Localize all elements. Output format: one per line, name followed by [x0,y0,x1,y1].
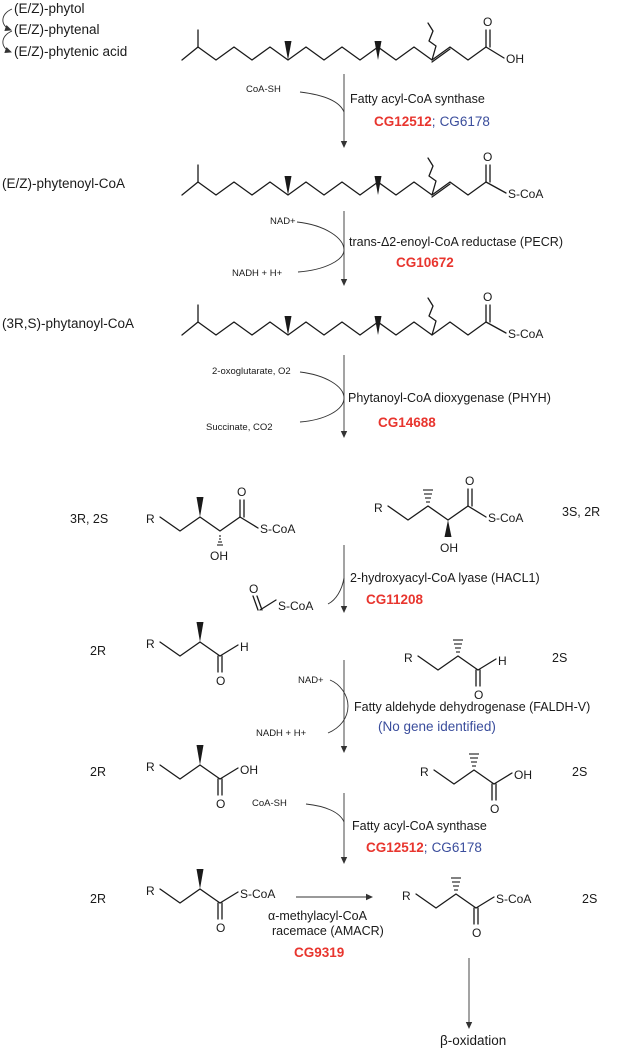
formyl-oxygen: O [249,582,258,596]
svg-text:R: R [146,760,155,774]
svg-text:S-CoA: S-CoA [496,892,531,906]
svg-text:R: R [146,512,155,526]
phytanoyl-coa: (3R,S)-phytanoyl-CoA O S-CoA [2,290,543,341]
svg-text:OH: OH [240,763,258,777]
hydroxy-right-stereo: 3S, 2R [562,505,600,519]
svg-text:O: O [474,688,483,702]
step3-gene: CG14688 [378,415,436,430]
svg-text:R: R [146,637,155,651]
step1-enzyme: Fatty acyl-CoA synthase [350,92,485,106]
phytanoyl-label: (3R,S)-phytanoyl-CoA [2,316,134,331]
acyl-right-stereo: 2S [582,892,597,906]
phytanoyl-oxygen: O [483,290,492,304]
phytenic-oh: OH [506,52,524,66]
racemase-enzyme-line2: racemace (AMACR) [272,924,384,938]
phytanoyl-scoa: S-CoA [508,327,543,341]
step6-genes: CG12512;CG6178 [366,840,482,855]
phytol-to-phytenal-arrow [2,8,13,31]
step4-gene: CG11208 [366,592,424,607]
phytenoyl-oxygen: O [483,150,492,164]
step2-cofactor-in: NAD+ [270,216,296,227]
step2-gene: CG10672 [396,255,454,270]
aldehyde-intermediates: 2R R H O R H O 2S [90,622,567,702]
hydroxy-left-stereo: 3R, 2S [70,512,108,526]
phytenoyl-coa: (E/Z)-phytenoyl-CoA O S-CoA [2,150,543,201]
svg-text:S-CoA: S-CoA [260,522,295,536]
step5-note: (No gene identified) [378,719,496,734]
step5-cofactor-in: NAD+ [298,675,324,686]
step-pecr: NAD+ NADH + H+ trans-Δ2-enoyl-CoA reduct… [232,211,563,286]
svg-text:R: R [374,501,383,515]
phytenic-oxygen: O [483,15,492,29]
phytenic-acid-structure: O OH [181,15,524,66]
racemase-gene: CG9319 [294,945,344,960]
step4-enzyme: 2-hydroxyacyl-CoA lyase (HACL1) [350,571,540,585]
svg-text:OH: OH [514,768,532,782]
svg-text:R: R [402,889,411,903]
step1-genes: CG12512;CG6178 [374,114,490,129]
phytenoyl-scoa: S-CoA [508,187,543,201]
svg-text:S-CoA: S-CoA [240,887,275,901]
step2-cofactor-out: NADH + H+ [232,268,283,279]
step3-cofactor-out: Succinate, CO2 [206,422,273,433]
step3-enzyme: Phytanoyl-CoA dioxygenase (PHYH) [348,391,551,405]
step-faldh: NAD+ NADH + H+ Fatty aldehyde dehydrogen… [256,660,590,753]
svg-text:O: O [216,674,225,688]
step5-cofactor-out: NADH + H+ [256,728,307,739]
svg-text:O: O [490,802,499,816]
svg-text:OH: OH [440,541,458,555]
step-hacl1: O S-CoA 2-hydroxyacyl-CoA lyase (HACL1) … [249,545,540,613]
acyl-coa-enantiomers: 2R R S-CoA O R S-CoA O 2S α-methylacyl-C… [90,869,597,960]
phytenal-to-acid-arrow [2,30,13,53]
svg-text:O: O [216,921,225,935]
svg-text:O: O [216,797,225,811]
svg-text:R: R [420,765,429,779]
phytenoyl-label: (E/Z)-phytenoyl-CoA [2,176,125,191]
aldehyde-right-stereo: 2S [552,651,567,665]
step6-enzyme: Fatty acyl-CoA synthase [352,819,487,833]
svg-text:R: R [146,884,155,898]
acyl-left-stereo: 2R [90,892,106,906]
top-labels: (E/Z)-phytol (E/Z)-phytenal (E/Z)-phyten… [2,1,127,59]
svg-text:S-CoA: S-CoA [488,511,523,525]
step6-cofactor: CoA-SH [252,798,287,809]
svg-text:O: O [465,474,474,488]
formyl-scoa: S-CoA [278,599,313,613]
beta-oxidation-label: β-oxidation [440,1033,506,1048]
phytenic-acid-label: (E/Z)-phytenic acid [14,44,127,59]
svg-text:O: O [472,926,481,940]
hydroxy-intermediates: 3R, 2S R O S-CoA OH R O S-CoA OH 3S, 2R [70,474,600,563]
beta-oxidation-step: β-oxidation [440,958,506,1048]
svg-text:H: H [498,654,507,668]
step2-enzyme: trans-Δ2-enoyl-CoA reductase (PECR) [349,235,563,249]
step3-cofactor-in: 2-oxoglutarate, O2 [212,366,291,377]
svg-text:R: R [404,651,413,665]
step-acyl-coa-synthase-1: CoA-SH Fatty acyl-CoA synthase CG12512;C… [246,74,490,148]
acid-left-stereo: 2R [90,765,106,779]
step5-enzyme: Fatty aldehyde dehydrogenase (FALDH-V) [354,700,590,714]
racemase-enzyme-line1: α-methylacyl-CoA [268,909,368,923]
step1-cofactor: CoA-SH [246,84,281,95]
aldehyde-left-stereo: 2R [90,644,106,658]
step-acyl-coa-synthase-2: CoA-SH Fatty acyl-CoA synthase CG12512;C… [252,793,487,864]
phytol-label: (E/Z)-phytol [14,1,85,16]
acid-intermediates: 2R R OH O R OH O 2S [90,745,587,816]
svg-text:O: O [237,485,246,499]
phytenal-label: (E/Z)-phytenal [14,22,100,37]
step-phyh: 2-oxoglutarate, O2 Succinate, CO2 Phytan… [206,355,551,438]
acid-right-stereo: 2S [572,765,587,779]
svg-text:H: H [240,640,249,654]
svg-text:OH: OH [210,549,228,563]
